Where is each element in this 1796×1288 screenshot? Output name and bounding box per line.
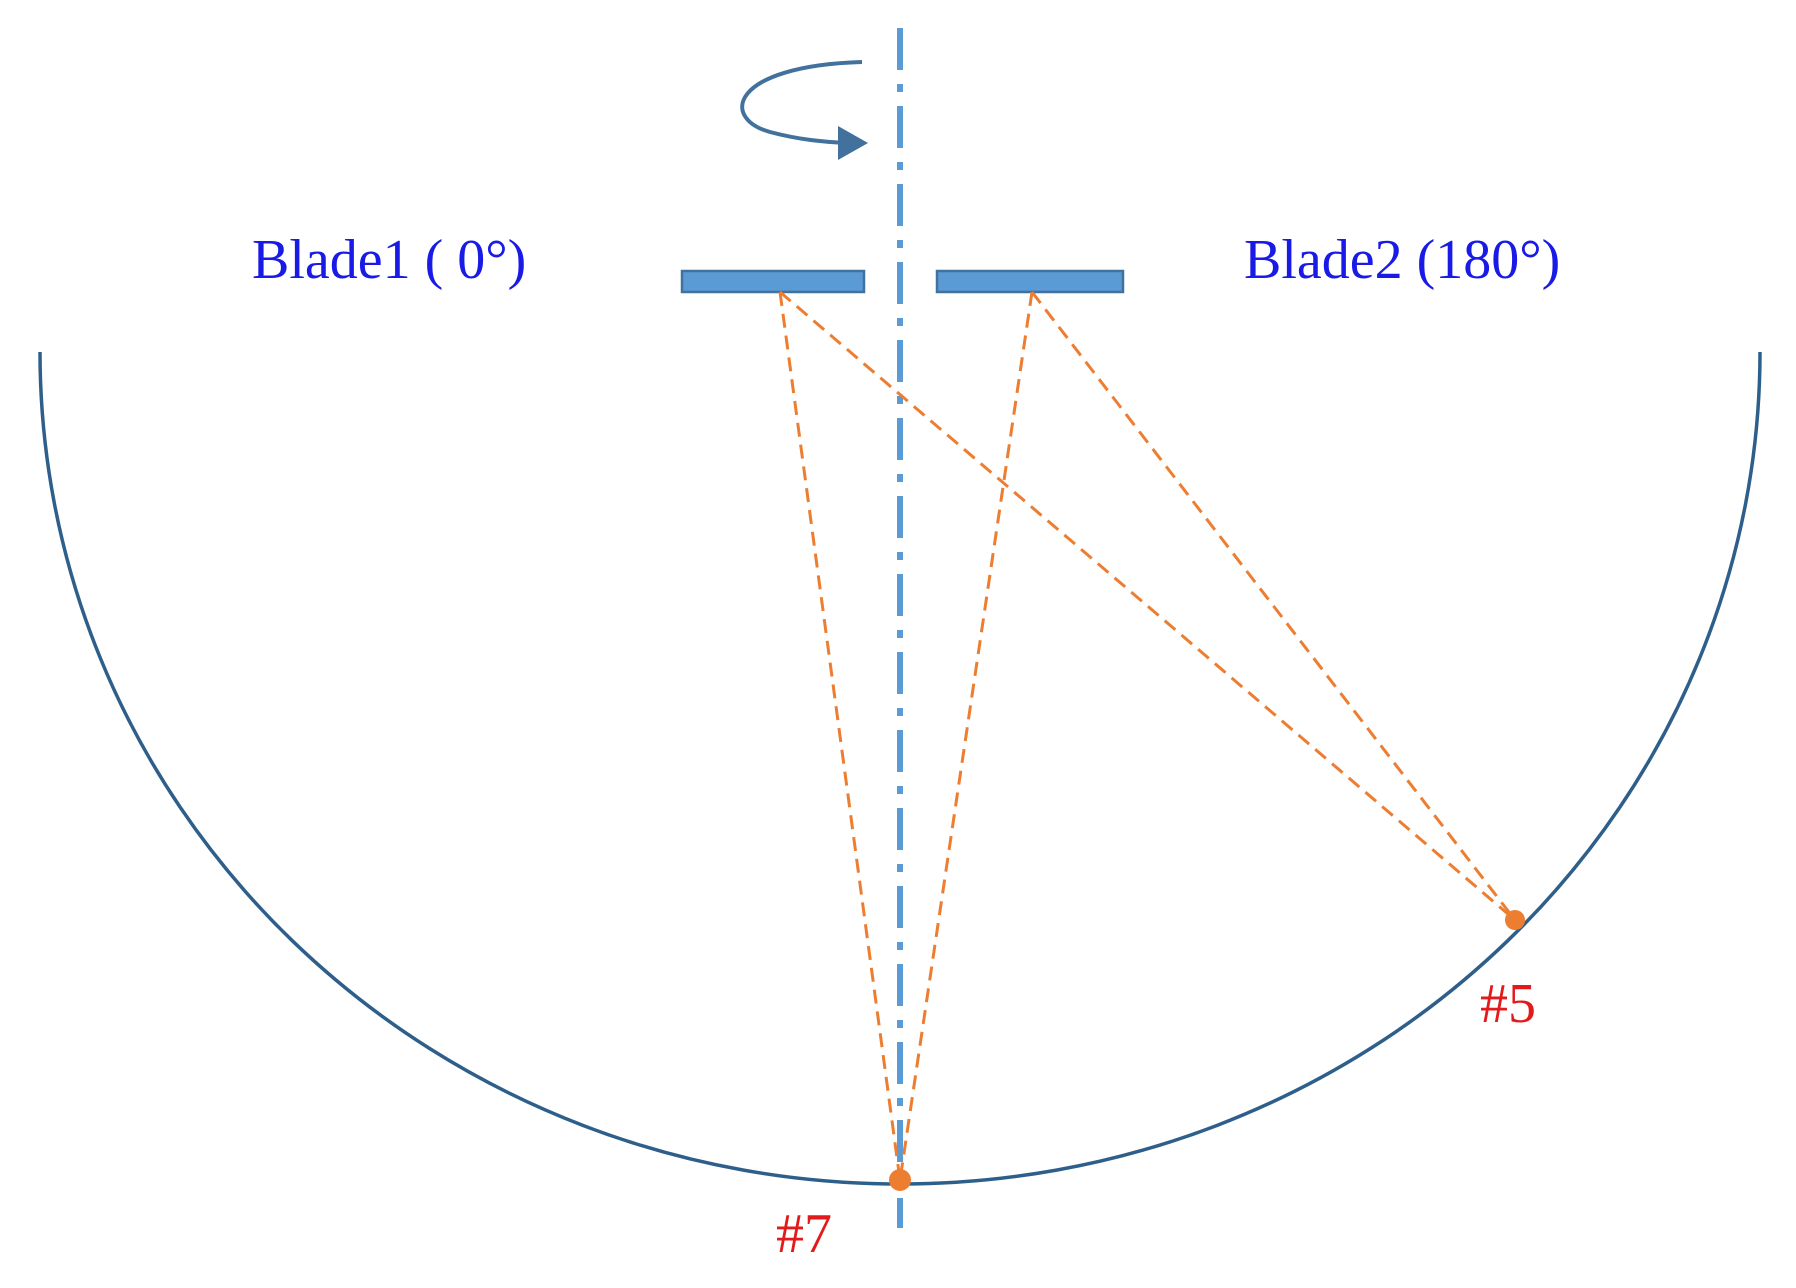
sensor-point-7	[889, 1169, 911, 1191]
ray-group	[778, 290, 1517, 1181]
ray-blade2-to-point7	[898, 291, 1034, 1181]
blade2-bar	[935, 269, 1125, 294]
point7-label: #7	[776, 1203, 832, 1265]
rotation-arrow-head	[838, 126, 868, 160]
point5-label: #5	[1480, 973, 1536, 1035]
ray-blade2-to-point5	[1030, 291, 1517, 921]
ray-blade1-to-point5	[779, 290, 1516, 922]
blade1-label: Blade1 ( 0°)	[252, 229, 526, 291]
blade2-label: Blade2 (180°)	[1244, 229, 1560, 291]
rotation-arrow-arc	[740, 60, 863, 145]
blade1-bar	[680, 269, 866, 294]
ray-blade1-to-point7	[778, 291, 902, 1181]
sensor-point-5	[1505, 910, 1525, 930]
rotation-arrow-icon	[740, 60, 868, 160]
